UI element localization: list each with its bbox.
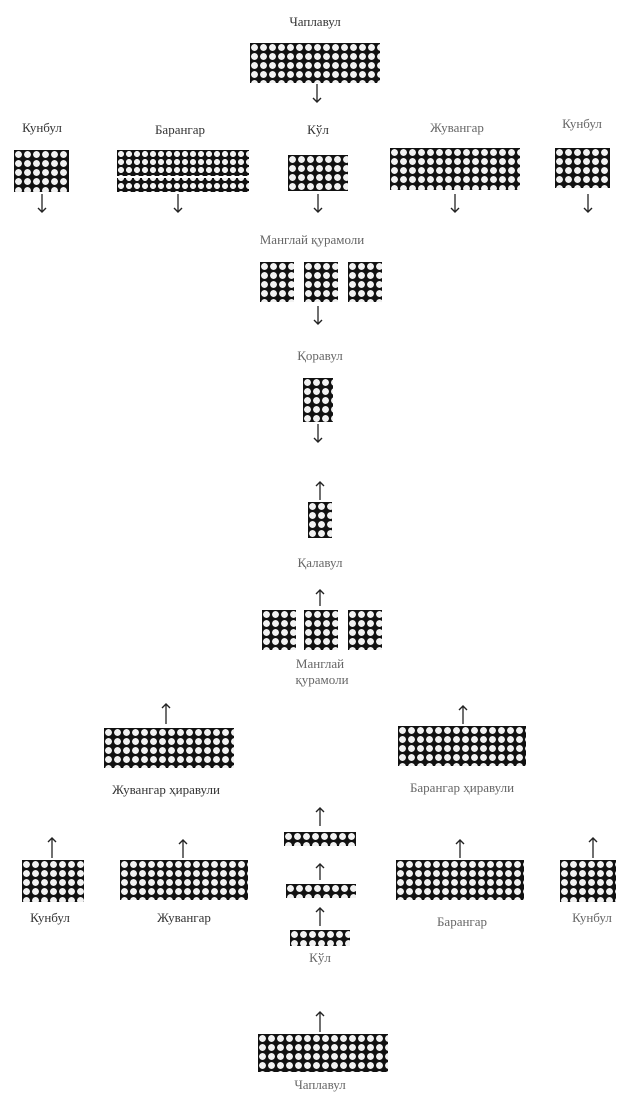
unit-kul-top [288, 155, 348, 191]
unit-manglay-bottom-1 [262, 610, 296, 650]
unit-kunbul-left [14, 150, 69, 192]
unit-juvangar-hiravuli [104, 728, 234, 768]
label-karavul: Қоравул [297, 348, 343, 363]
label-kul-top: Кўл [307, 122, 329, 137]
unit-kunbul-bottom-right [560, 860, 616, 902]
label-juvangar-top: Жувангар [430, 120, 484, 135]
label-chaplavul-bottom: Чаплавул [294, 1077, 345, 1092]
unit-karavul [303, 378, 333, 422]
label-kalavul: Қалавул [298, 555, 343, 570]
unit-barangar-bottom [396, 860, 524, 900]
unit-manglay-top-2 [304, 262, 338, 302]
unit-barangar-top [117, 150, 249, 192]
label-barangar-bottom: Барангар [437, 914, 487, 929]
unit-barangar-stripe [117, 176, 249, 178]
unit-kalavul [308, 502, 332, 538]
label-kunbul-bottom-left: Кунбул [30, 910, 70, 925]
unit-barangar-hiravuli [398, 726, 526, 766]
unit-kul-bottom-2 [286, 884, 356, 898]
label-manglay-top: Манглай қурамоли [260, 232, 365, 247]
label-kunbul-right: Кунбул [562, 116, 602, 131]
label-kunbul-left: Кунбул [22, 120, 62, 135]
unit-kul-bottom-3 [290, 930, 350, 946]
unit-juvangar-bottom [120, 860, 248, 900]
label-juvangar-bottom: Жувангар [157, 910, 211, 925]
unit-manglay-top-1 [260, 262, 294, 302]
label-kunbul-bottom-right: Кунбул [572, 910, 612, 925]
label-chaplavul-top: Чаплавул [289, 14, 340, 29]
label-barangar-top: Барангар [155, 122, 205, 137]
label-barangar-hiravuli: Барангар ҳиравули [410, 780, 514, 795]
unit-chaplavul-top [250, 43, 380, 83]
unit-manglay-top-3 [348, 262, 382, 302]
unit-manglay-bottom-3 [348, 610, 382, 650]
label-manglay-bottom-line1: Манглай [296, 656, 344, 671]
unit-manglay-bottom-2 [304, 610, 338, 650]
unit-chaplavul-bottom [258, 1034, 388, 1072]
label-juvangar-hiravuli: Жувангар ҳиравули [112, 782, 220, 797]
label-manglay-bottom-line2: қурамоли [295, 672, 348, 687]
unit-kunbul-right [555, 148, 610, 188]
unit-juvangar-top [390, 148, 520, 190]
unit-kunbul-bottom-left [22, 860, 84, 902]
unit-kul-bottom-1 [284, 832, 356, 846]
label-kul-bottom: Кўл [309, 950, 331, 965]
